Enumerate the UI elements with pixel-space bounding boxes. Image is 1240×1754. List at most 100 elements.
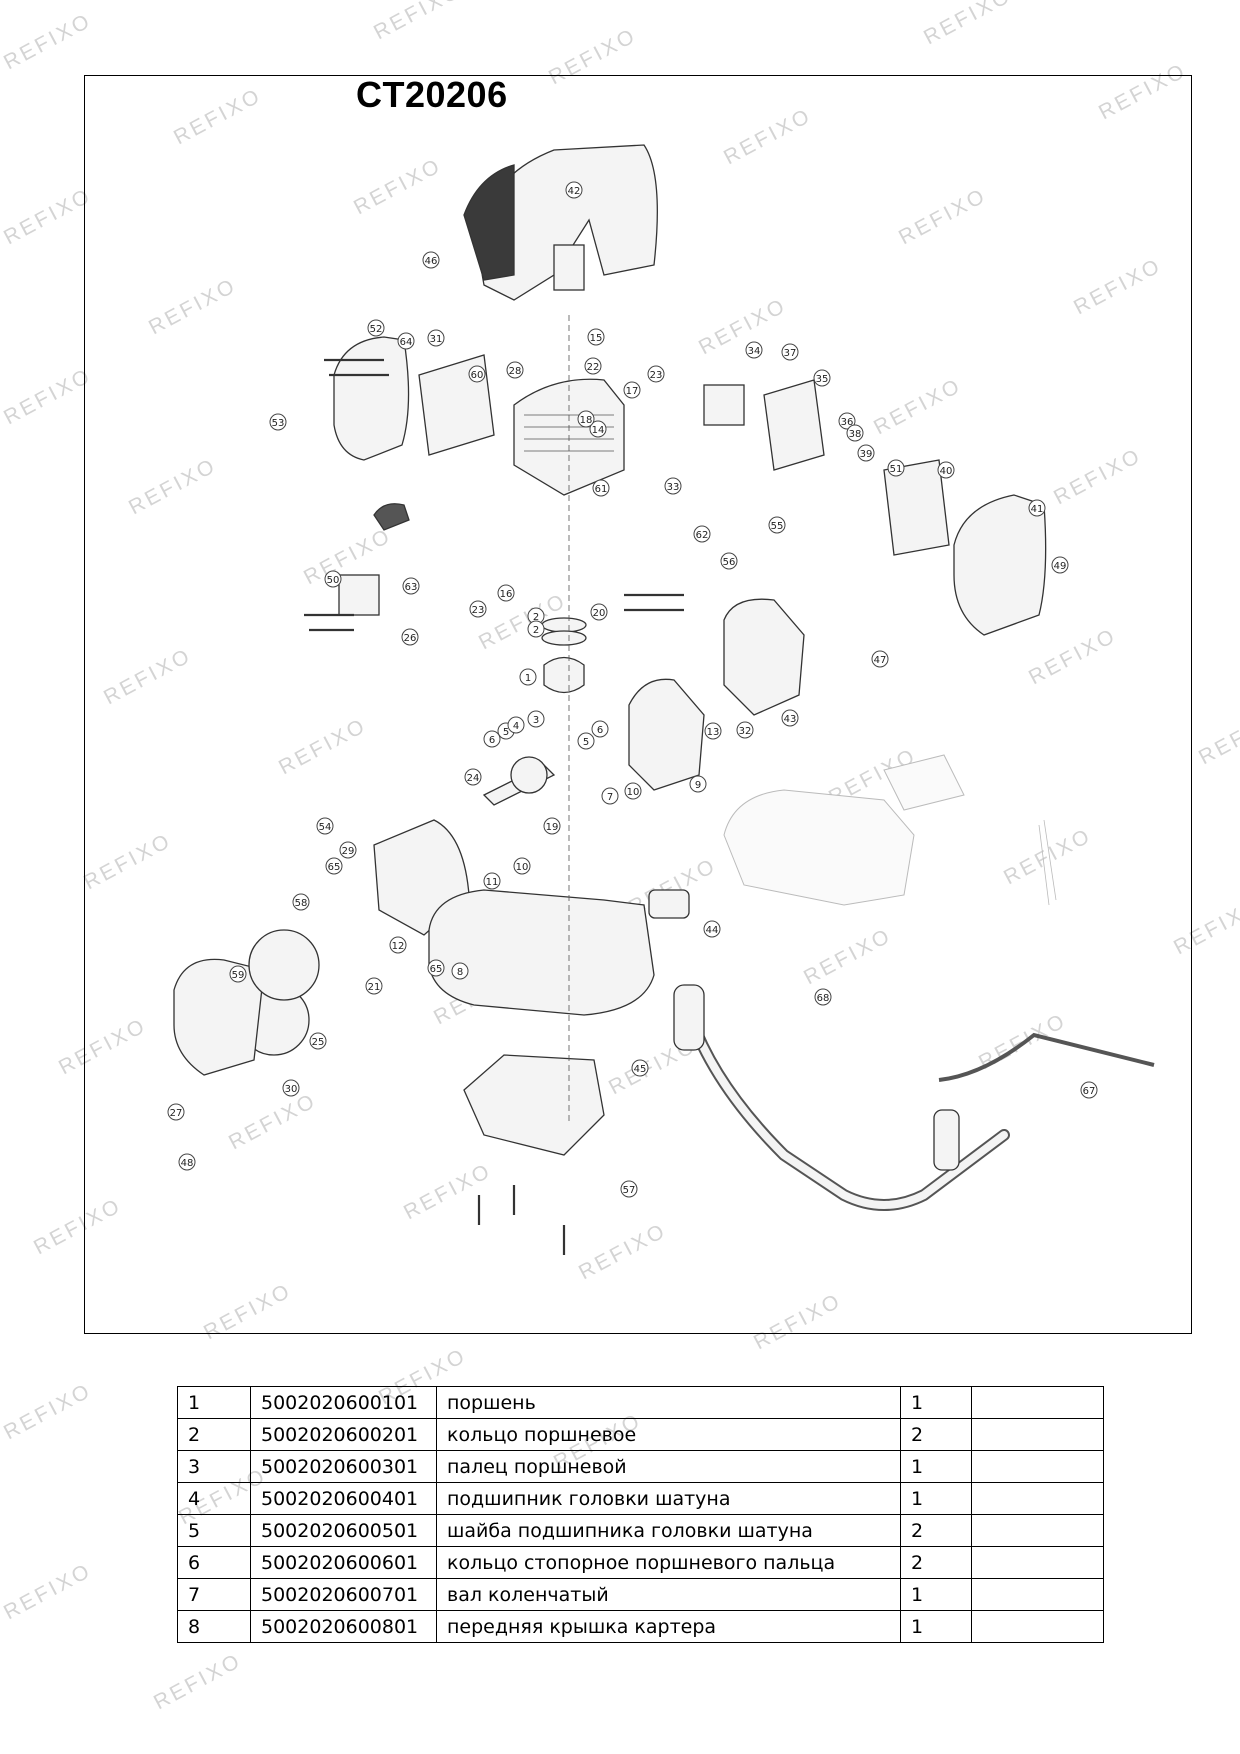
svg-text:29: 29 [342,846,355,857]
svg-text:42: 42 [568,186,581,197]
svg-text:41: 41 [1031,504,1044,515]
callout: 29 [339,841,357,859]
svg-text:63: 63 [405,582,418,593]
callout: 58 [292,893,310,911]
callout: 2 [527,620,545,638]
part-name: кольцо стопорное поршневого пальца [436,1546,901,1579]
svg-text:4: 4 [513,721,519,732]
svg-text:43: 43 [784,714,797,725]
part-code: 5002020600401 [250,1482,437,1515]
part-code: 5002020600301 [250,1450,437,1483]
row-number: 3 [177,1450,251,1483]
svg-text:30: 30 [285,1084,298,1095]
crankcase [373,598,805,936]
callout: 46 [422,251,440,269]
callout: 34 [745,341,763,359]
watermark: REFIXO [0,363,96,430]
table-row: 1 5002020600101 поршень 1 [177,1386,1104,1419]
callout: 68 [814,988,832,1006]
svg-text:22: 22 [587,362,600,373]
svg-text:36: 36 [841,417,854,428]
callout: 17 [623,381,641,399]
callout: 37 [781,343,799,361]
svg-text:21: 21 [368,982,381,993]
callout: 22 [584,357,602,375]
svg-text:9: 9 [695,780,701,791]
svg-text:44: 44 [706,925,719,936]
svg-text:11: 11 [486,877,499,888]
part-quantity: 1 [900,1386,972,1419]
svg-text:5: 5 [583,737,589,748]
callout: 30 [282,1079,300,1097]
callout: 8 [451,962,469,980]
watermark: REFIXO [0,8,96,75]
callout: 33 [664,477,682,495]
callout: 26 [401,628,419,646]
callout: 42 [565,181,583,199]
svg-text:39: 39 [860,449,873,460]
svg-text:34: 34 [748,346,761,357]
part-name: передняя крышка картера [436,1610,901,1643]
callout: 21 [365,977,383,995]
callout: 39 [857,444,875,462]
part-name: вал коленчатый [436,1578,901,1611]
svg-text:60: 60 [471,370,484,381]
svg-text:53: 53 [272,418,285,429]
svg-text:18: 18 [580,415,593,426]
exploded-parts-diagram: 42 46 52 64 31 15 22 60 28 53 23 17 34 3… [167,144,1155,1255]
callout: 64 [397,332,415,350]
callout: 48 [178,1153,196,1171]
callout: 40 [937,461,955,479]
table-row: 5 5002020600501 шайба подшипника головки… [177,1514,1104,1547]
row-number: 7 [177,1578,251,1611]
svg-text:67: 67 [1083,1086,1096,1097]
svg-text:6: 6 [597,725,603,736]
callout: 6 [591,720,609,738]
callout: 10 [624,782,642,800]
callout: 24 [464,768,482,786]
svg-text:57: 57 [623,1185,636,1196]
svg-text:16: 16 [500,589,513,600]
callout: 41 [1028,499,1046,517]
part-note [971,1514,1104,1547]
watermark: REFIXO [369,0,466,45]
svg-text:2: 2 [533,625,539,636]
callout: 61 [592,479,610,497]
svg-text:54: 54 [319,822,332,833]
svg-text:1: 1 [525,673,531,684]
svg-text:58: 58 [295,898,308,909]
fasteners [304,358,684,1255]
watermark: REFIXO [0,1378,96,1445]
callout: 14 [589,420,607,438]
watermark: REFIXO [1194,703,1240,770]
callout: 56 [720,552,738,570]
part-note [971,1610,1104,1643]
callout: 52 [367,319,385,337]
part-code: 5002020600501 [250,1514,437,1547]
svg-text:65: 65 [328,862,341,873]
svg-text:10: 10 [627,787,640,798]
callout: 67 [1080,1081,1098,1099]
svg-text:51: 51 [890,464,903,475]
callout: 60 [468,365,486,383]
part-name: поршень [436,1386,901,1419]
parts-table: 1 5002020600101 поршень 1 2 500202060020… [177,1386,1104,1643]
callout: 65 [427,959,445,977]
svg-text:61: 61 [595,484,608,495]
table-row: 3 5002020600301 палец поршневой 1 [177,1450,1104,1483]
svg-text:23: 23 [472,605,485,616]
svg-text:37: 37 [784,348,797,359]
part-note [971,1386,1104,1419]
callout: 6 [483,730,501,748]
callout: 45 [631,1059,649,1077]
svg-text:24: 24 [467,773,480,784]
callout: 54 [316,817,334,835]
svg-text:14: 14 [592,425,605,436]
callout: 11 [483,872,501,890]
table-row: 4 5002020600401 подшипник головки шатуна… [177,1482,1104,1515]
row-number: 2 [177,1418,251,1451]
callout: 23 [469,600,487,618]
svg-text:10: 10 [516,862,529,873]
watermark: REFIXO [919,0,1016,50]
svg-text:13: 13 [707,727,720,738]
